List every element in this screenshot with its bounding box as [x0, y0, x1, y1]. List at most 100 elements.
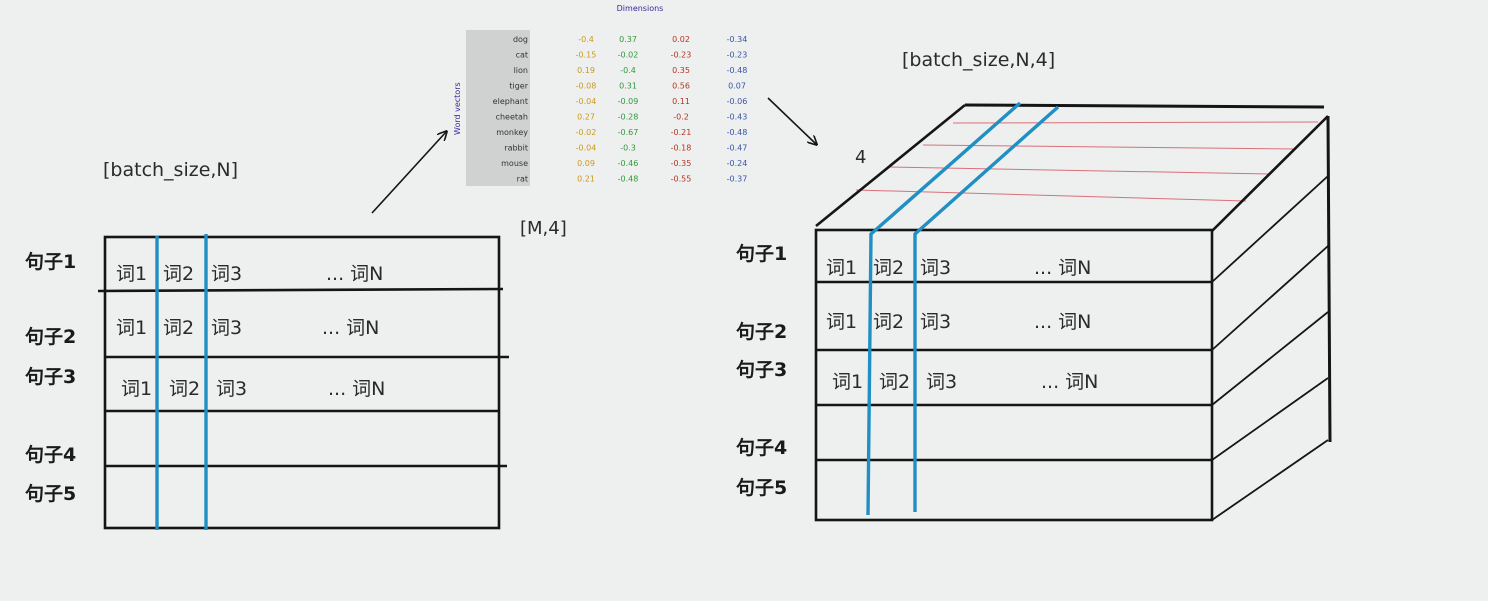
- embedding-value: -0.43: [727, 113, 748, 122]
- embedding-value: 0.37: [619, 35, 637, 44]
- right-cell: 词2: [873, 257, 904, 279]
- embedding-value: 0.09: [577, 159, 595, 168]
- left-matrix: [batch_size,N] 句子1 句子2 句子3 句子4 句子5 词1 词2…: [25, 159, 509, 530]
- embedding-value: -0.4: [578, 35, 594, 44]
- embedding-word: tiger: [509, 82, 528, 91]
- embedding-value: -0.23: [727, 51, 748, 60]
- embedding-value: -0.04: [576, 144, 597, 153]
- left-cell: 词1: [116, 317, 147, 339]
- embedding-value: -0.08: [576, 82, 597, 91]
- tensor-edge: [1326, 115, 1332, 443]
- embedding-value: 0.02: [672, 35, 690, 44]
- left-row-label: 句子1: [25, 250, 76, 273]
- embedding-word: rabbit: [504, 144, 528, 153]
- left-cell: ... 词N: [322, 317, 379, 339]
- embedding-value: -0.4: [620, 66, 636, 75]
- right-row-label: 句子5: [736, 476, 787, 499]
- embedding-value: 0.56: [672, 82, 690, 91]
- embedding-table-title: Dimensions: [617, 4, 664, 13]
- left-cell: ... 词N: [326, 263, 383, 285]
- embedding-value: -0.23: [671, 51, 692, 60]
- embedding-value: 0.19: [577, 66, 595, 75]
- embedding-value: -0.48: [618, 175, 639, 184]
- depth-line: [952, 121, 1319, 124]
- embedding-value: -0.28: [618, 113, 639, 122]
- left-cell: 词2: [163, 263, 194, 285]
- embedding-value: -0.46: [618, 159, 639, 168]
- tensor-edge: [1211, 115, 1329, 232]
- embedding-table-side-label: Word vectors: [453, 82, 462, 135]
- embedding-table-word-column: [466, 30, 530, 186]
- left-cell: ... 词N: [328, 378, 385, 400]
- embedding-value: -0.02: [618, 51, 639, 60]
- left-cell: 词1: [116, 263, 147, 285]
- tensor-side-edge: [1211, 439, 1329, 521]
- right-cell: ... 词N: [1034, 311, 1091, 333]
- right-cell: 词1: [826, 257, 857, 279]
- left-cell: 词3: [216, 378, 247, 400]
- depth-line: [887, 166, 1271, 175]
- embedding-value: 0.27: [577, 113, 595, 122]
- embedding-value: -0.48: [727, 128, 748, 137]
- embedding-value: 0.31: [619, 82, 637, 91]
- embedding-value: -0.67: [618, 128, 639, 137]
- right-row-label: 句子4: [736, 436, 787, 459]
- arrow-to-tensor: [767, 97, 816, 144]
- right-cell: 词1: [832, 371, 863, 393]
- tensor-side-edge: [1211, 175, 1329, 283]
- embedding-value: -0.09: [618, 97, 639, 106]
- embedding-value: -0.04: [576, 97, 597, 106]
- right-word-column-highlight: [913, 105, 1060, 512]
- right-tensor-depth-label: 4: [855, 147, 866, 168]
- right-cell: 词3: [926, 371, 957, 393]
- left-cell: 词3: [211, 317, 242, 339]
- left-cell: 词1: [121, 378, 152, 400]
- right-row-label: 句子3: [736, 358, 787, 381]
- right-cell: ... 词N: [1041, 371, 1098, 393]
- right-cell: 词3: [920, 311, 951, 333]
- embedding-table-shape-label: [M,4]: [520, 218, 567, 239]
- embedding-value: 0.07: [728, 82, 746, 91]
- embedding-value: -0.15: [576, 51, 597, 60]
- left-row-label: 句子2: [25, 325, 76, 348]
- left-matrix-shape-label: [batch_size,N]: [103, 159, 238, 181]
- left-row-label: 句子5: [25, 482, 76, 505]
- embedding-value: -0.37: [727, 175, 748, 184]
- embedding-value: -0.24: [727, 159, 748, 168]
- embedding-value: 0.21: [577, 175, 595, 184]
- right-cell: 词3: [920, 257, 951, 279]
- left-row-label: 句子4: [25, 443, 76, 466]
- left-row-label: 句子3: [25, 365, 76, 388]
- left-matrix-frame: [103, 235, 501, 530]
- embedding-value: 0.11: [672, 97, 690, 106]
- right-cell: 词2: [879, 371, 910, 393]
- embedding-value: -0.06: [727, 97, 748, 106]
- left-matrix-divider: [97, 287, 504, 293]
- embedding-word: cheetah: [496, 113, 528, 122]
- right-row-label: 句子2: [736, 320, 787, 343]
- embedding-word: mouse: [501, 159, 528, 168]
- embedding-value: -0.21: [671, 128, 692, 137]
- left-cell: 词2: [163, 317, 194, 339]
- embedding-word: dog: [513, 35, 528, 44]
- tensor-edge: [815, 103, 966, 228]
- right-tensor: [batch_size,N,4] 4 句子1 句子2 句子3 句子4 句子5 词…: [736, 49, 1332, 522]
- embedding-value: -0.3: [620, 144, 636, 153]
- tensor-side-edge: [1211, 377, 1329, 461]
- embedding-value: -0.47: [727, 144, 748, 153]
- embedding-word: elephant: [493, 97, 528, 106]
- embedding-value: -0.18: [671, 144, 692, 153]
- embedding-value: -0.02: [576, 128, 597, 137]
- embedding-value: -0.2: [673, 113, 689, 122]
- embedding-value: -0.48: [727, 66, 748, 75]
- embedding-word: monkey: [496, 128, 528, 137]
- embedding-word: cat: [516, 51, 528, 60]
- right-word-column-highlight: [866, 101, 1022, 516]
- right-row-label: 句子1: [736, 242, 787, 265]
- embedding-value: 0.35: [672, 66, 690, 75]
- embedding-table: Dimensions Word vectors dog -0.4 0.37 0.02 -…: [453, 4, 747, 239]
- arrow-to-embedding: [371, 132, 446, 214]
- embedding-value: -0.35: [671, 159, 692, 168]
- right-cell: 词1: [826, 311, 857, 333]
